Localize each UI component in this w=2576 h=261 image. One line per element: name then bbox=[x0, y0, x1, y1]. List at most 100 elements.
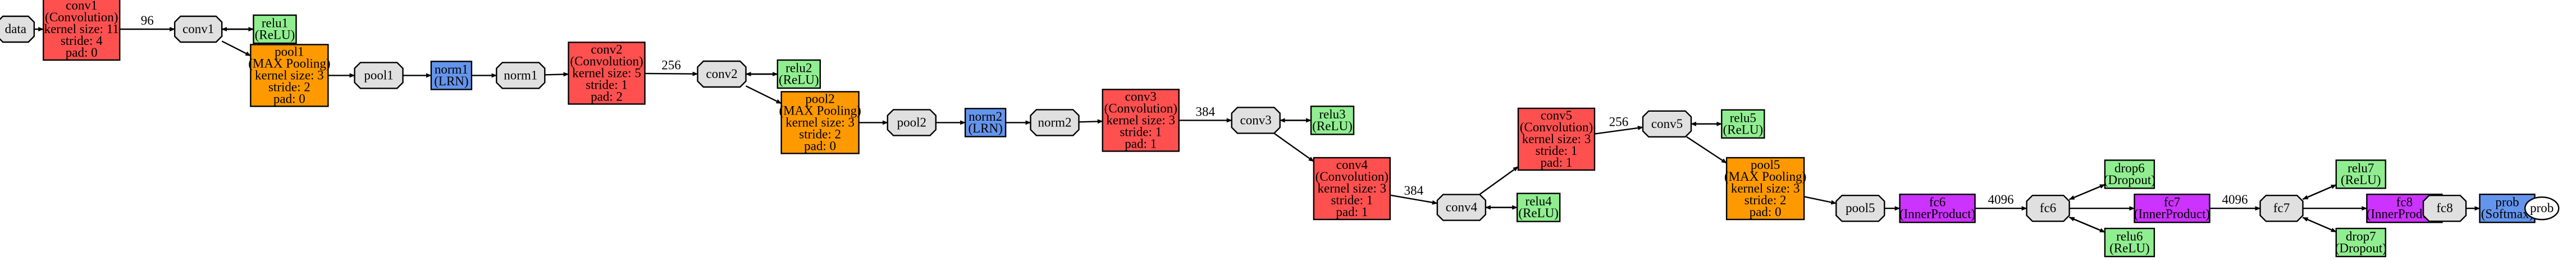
drop6-label-1: (Dropout) bbox=[2104, 173, 2155, 187]
pool1-layer-label-3: stride: 2 bbox=[268, 80, 310, 94]
conv5-layer-label-2: kernel size: 3 bbox=[1522, 132, 1591, 146]
prob-output-ellipse bbox=[2524, 196, 2560, 221]
pool5-blob-octagon bbox=[1835, 195, 1885, 222]
pool1-layer-label-4: pad: 0 bbox=[273, 91, 305, 106]
conv5-layer-box bbox=[1517, 107, 1596, 171]
node-relu1: relu1(ReLU) bbox=[253, 14, 297, 44]
node-pool1-blob: pool1 bbox=[354, 62, 404, 89]
node-pool1-layer: pool1(MAX Pooling)kernel size: 3stride: … bbox=[248, 44, 331, 107]
edge-norm2-blob-to-conv3-layer bbox=[1079, 119, 1103, 124]
node-norm2-blob: norm2 bbox=[1030, 109, 1080, 136]
edge-pool5-layer-to-pool5-blob bbox=[1803, 196, 1837, 205]
pool5-layer-label-1: (MAX Pooling) bbox=[1724, 170, 1806, 184]
node-relu5: relu5(ReLU) bbox=[1721, 109, 1765, 139]
node-relu2: relu2(ReLU) bbox=[777, 59, 821, 89]
edge-relu6-to-fc6-blob bbox=[2068, 216, 2105, 233]
pool5-layer-label-0: pool5 bbox=[1751, 158, 1780, 172]
edge-conv4-blob-to-conv5-layer bbox=[1479, 166, 1519, 195]
relu4-label-1: (ReLU) bbox=[1518, 206, 1559, 220]
node-relu6: relu6(ReLU) bbox=[2104, 227, 2155, 258]
node-conv5-blob: conv5 bbox=[1642, 110, 1692, 138]
conv3-layer-label-0: conv3 bbox=[1125, 89, 1157, 103]
drop6-label-0: drop6 bbox=[2114, 161, 2145, 175]
edge-label-conv2-layer: 256 bbox=[661, 58, 681, 72]
prob-output-label-0: prob bbox=[2530, 201, 2554, 215]
node-relu7: relu7(ReLU) bbox=[2335, 159, 2387, 189]
fc7-layer-box bbox=[2134, 194, 2210, 223]
conv5-blob-label-0: conv5 bbox=[1651, 117, 1683, 131]
node-drop6: drop6(Dropout) bbox=[2104, 159, 2155, 189]
node-fc6-layer: fc6(InnerProduct) bbox=[1899, 194, 1976, 223]
pool2-blob-label-0: pool2 bbox=[897, 115, 926, 129]
relu2-box bbox=[777, 59, 821, 89]
pool2-layer-box bbox=[780, 91, 860, 154]
conv3-blob-label-0: conv3 bbox=[1240, 113, 1272, 127]
edge-drop6-to-fc6-blob bbox=[2068, 184, 2105, 200]
fc7-blob-label-0: fc7 bbox=[2273, 201, 2290, 215]
pool2-layer-label-3: stride: 2 bbox=[799, 127, 841, 141]
conv1-layer-label-4: pad: 0 bbox=[66, 45, 98, 59]
node-fc6-blob: fc6 bbox=[2026, 195, 2070, 222]
fc6-layer-label-0: fc6 bbox=[1929, 195, 1945, 209]
conv4-blob-octagon bbox=[1436, 194, 1487, 221]
conv3-layer-box bbox=[1102, 89, 1180, 152]
node-conv2-layer: conv2(Convolution)kernel size: 5stride: … bbox=[568, 42, 646, 105]
edge-label-fc6-layer: 4096 bbox=[1988, 193, 2014, 207]
node-prob-output: prob bbox=[2524, 196, 2560, 221]
relu3-label-0: relu3 bbox=[1319, 107, 1345, 121]
node-conv2-blob: conv2 bbox=[697, 60, 747, 88]
norm1-layer-label-0: norm1 bbox=[435, 62, 468, 76]
edge-label-fc7-layer: 4096 bbox=[2222, 193, 2248, 207]
conv2-layer-label-0: conv2 bbox=[591, 42, 622, 56]
conv3-layer-label-2: kernel size: 3 bbox=[1106, 113, 1175, 127]
norm2-layer-label-1: (LRN) bbox=[968, 121, 1002, 135]
drop6-box bbox=[2104, 159, 2155, 189]
conv3-layer-label-4: pad: 1 bbox=[1125, 136, 1157, 150]
node-fc7-blob: fc7 bbox=[2259, 195, 2304, 222]
relu1-label-1: (ReLU) bbox=[255, 28, 295, 42]
pool2-blob-octagon bbox=[887, 109, 937, 136]
conv2-layer-label-1: (Convolution) bbox=[570, 54, 643, 68]
pool2-layer-label-4: pad: 0 bbox=[804, 139, 836, 153]
node-pool2-layer: pool2(MAX Pooling)kernel size: 3stride: … bbox=[779, 91, 861, 154]
pool1-layer-box bbox=[250, 44, 329, 107]
node-pool5-blob: pool5 bbox=[1835, 195, 1885, 222]
node-conv4-layer: conv4(Convolution)kernel size: 3stride: … bbox=[1313, 157, 1391, 221]
fc8-blob-label-0: fc8 bbox=[2436, 201, 2452, 215]
fc6-blob-label-0: fc6 bbox=[2040, 201, 2056, 215]
pool1-layer-label-2: kernel size: 3 bbox=[255, 68, 324, 82]
node-fc7-layer: fc7(InnerProduct) bbox=[2134, 194, 2210, 223]
node-conv3-blob: conv3 bbox=[1231, 107, 1281, 134]
node-norm1-layer: norm1(LRN) bbox=[430, 61, 473, 90]
conv2-layer-box bbox=[568, 42, 646, 105]
pool1-layer-label-1: (MAX Pooling) bbox=[248, 56, 330, 70]
edge-label-conv1-layer: 96 bbox=[141, 13, 154, 28]
edge-relu7-to-fc7-blob bbox=[2302, 184, 2337, 200]
pool1-layer-label-0: pool1 bbox=[275, 44, 304, 58]
pool1-blob-octagon bbox=[354, 62, 404, 89]
edge-layer: 96256384384256409640961000 bbox=[34, 13, 2535, 233]
relu2-label-0: relu2 bbox=[785, 61, 812, 75]
edge-label-conv5-layer: 256 bbox=[1609, 115, 1629, 129]
norm2-layer-box bbox=[964, 108, 1007, 138]
conv1-layer-label-1: (Convolution) bbox=[45, 10, 118, 24]
conv4-layer-label-3: stride: 1 bbox=[1331, 193, 1373, 207]
conv2-blob-octagon bbox=[697, 60, 747, 88]
conv4-layer-box bbox=[1313, 157, 1391, 221]
node-relu3: relu3(ReLU) bbox=[1310, 106, 1355, 135]
norm2-layer-label-0: norm2 bbox=[969, 109, 1002, 123]
relu6-box bbox=[2104, 227, 2155, 258]
conv1-layer-label-2: kernel size: 11 bbox=[44, 22, 119, 36]
data-label-0: data bbox=[5, 22, 26, 36]
conv4-layer-label-1: (Convolution) bbox=[1316, 170, 1389, 184]
conv1-layer-label-3: stride: 4 bbox=[61, 34, 103, 48]
pool5-layer-label-2: kernel size: 3 bbox=[1731, 181, 1800, 195]
pool5-layer-box bbox=[1725, 157, 1805, 221]
node-conv4-blob: conv4 bbox=[1436, 194, 1487, 221]
fc8-layer-label-0: fc8 bbox=[2396, 195, 2413, 209]
norm1-layer-label-1: (LRN) bbox=[434, 74, 468, 88]
conv3-layer-label-1: (Convolution) bbox=[1104, 101, 1177, 115]
edge-drop7-to-fc7-blob bbox=[2302, 217, 2337, 233]
node-conv1-blob: conv1 bbox=[173, 15, 223, 43]
relu5-box bbox=[1721, 109, 1765, 139]
